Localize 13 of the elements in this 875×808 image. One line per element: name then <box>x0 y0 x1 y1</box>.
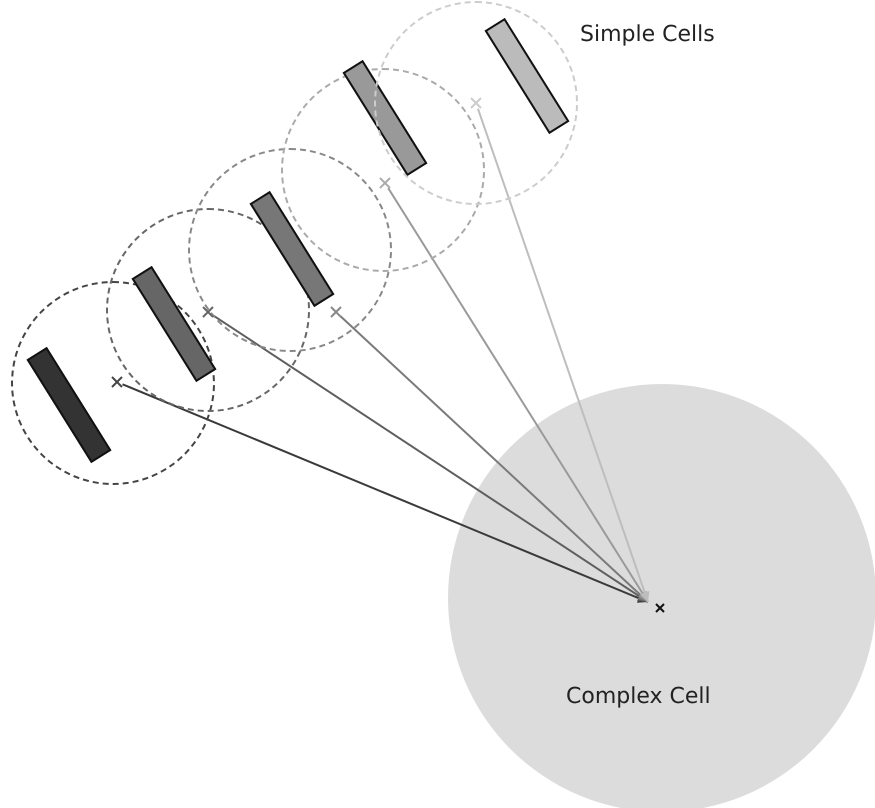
arrow <box>477 108 650 602</box>
arrow <box>387 188 649 603</box>
cross-mark <box>470 97 482 109</box>
group-label: Simple Cells <box>580 22 715 47</box>
receptive-field-circle <box>188 148 392 352</box>
receptive-field-circle <box>374 1 578 205</box>
cross-mark <box>111 376 123 388</box>
arrow <box>340 315 649 603</box>
arrow <box>212 314 649 603</box>
cell-label: Complex Cell <box>566 684 711 709</box>
arrow <box>122 383 648 603</box>
cross-mark <box>379 177 391 189</box>
cross-mark <box>202 306 214 318</box>
